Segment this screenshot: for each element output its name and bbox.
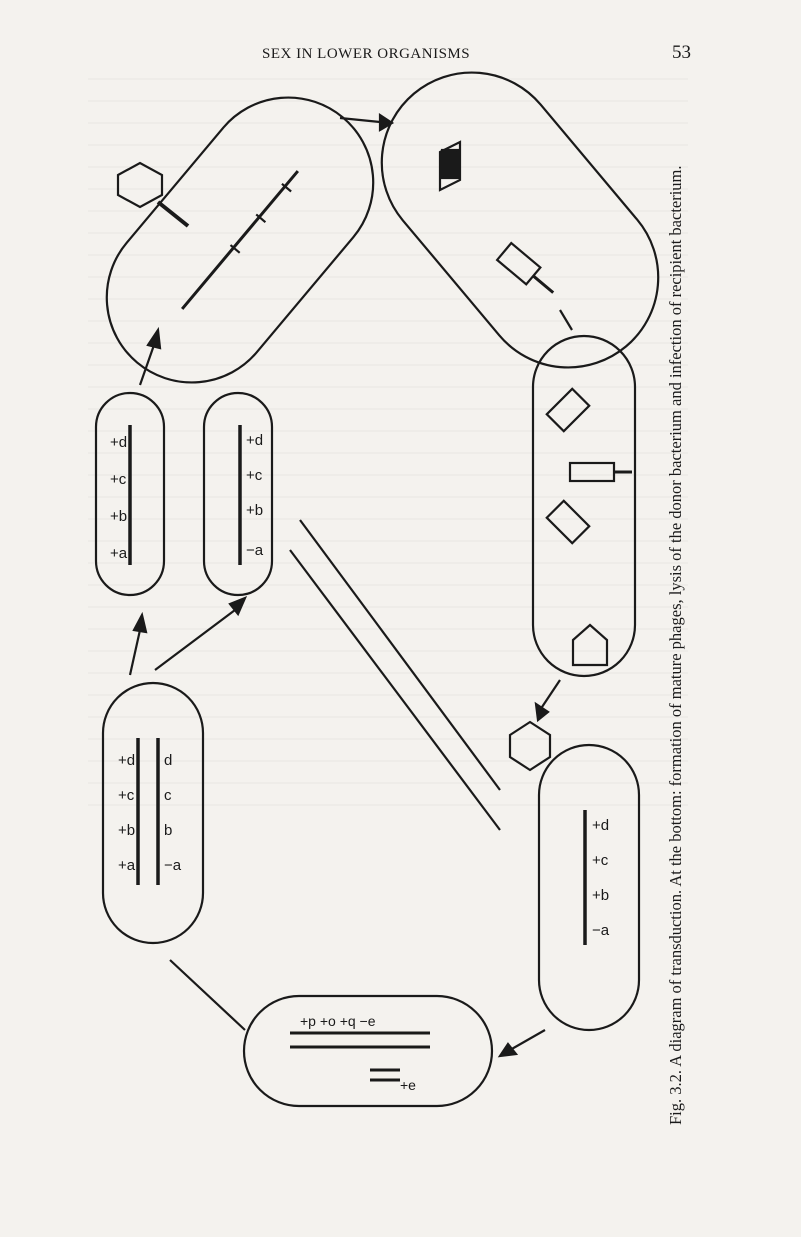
page-number: 53	[672, 42, 691, 63]
gene-label: −a	[164, 857, 182, 874]
running-head: SEX IN LOWER ORGANISMS 53	[0, 42, 801, 72]
phage-in-right-middle-4	[571, 623, 609, 667]
arrow-top	[339, 112, 395, 132]
gene-label: c	[164, 787, 172, 804]
phage-attached-lower-right	[508, 720, 552, 772]
chromosome-label-low: +e	[400, 1077, 416, 1093]
bleed-through-text	[88, 78, 688, 818]
gene-label: +b	[118, 822, 135, 839]
gene-label: −a	[592, 922, 610, 939]
gene-label: b	[164, 822, 172, 839]
gene-label: +d	[110, 434, 127, 451]
recipient-bacterium-lower-right	[537, 743, 641, 1032]
gene-label: +d	[118, 752, 135, 769]
arrows	[128, 309, 573, 1058]
donor-bacterium-top-right	[380, 71, 660, 369]
chromosome-label-top: +p +o +q −e	[300, 1013, 376, 1029]
gene-label: +d	[246, 432, 263, 449]
mature-phage-1	[438, 140, 462, 192]
figure-caption: Fig. 3.2. A diagram of transduction. At …	[666, 165, 685, 1125]
gene-label: +c	[118, 787, 135, 804]
phage-in-right-middle-3	[545, 499, 591, 545]
recipient-bacterium-left	[94, 391, 166, 597]
running-title: SEX IN LOWER ORGANISMS	[262, 46, 471, 62]
gene-label: +b	[110, 508, 127, 525]
phage-in-right-middle-1	[545, 387, 591, 433]
bacterium-right-middle	[531, 334, 637, 678]
gene-label: +d	[592, 817, 609, 834]
gene-label: +a	[118, 857, 136, 874]
gene-label: d	[164, 752, 172, 769]
recipient-bacterium-right	[202, 391, 274, 597]
gene-label: +c	[592, 852, 609, 869]
phage-icon	[116, 161, 190, 228]
bottom-bacterium	[242, 994, 494, 1108]
gene-label: +c	[246, 467, 263, 484]
gene-label: −a	[246, 542, 264, 559]
phage-in-right-middle-2	[568, 461, 632, 483]
mature-phage-2	[495, 241, 555, 294]
gene-label: +b	[246, 502, 263, 519]
gene-label: +a	[110, 545, 128, 562]
gene-label: +c	[110, 471, 127, 488]
gene-label: +b	[592, 887, 609, 904]
infected-bacterium-top-left	[105, 96, 375, 384]
donor-bacterium-lower-left	[101, 681, 205, 945]
